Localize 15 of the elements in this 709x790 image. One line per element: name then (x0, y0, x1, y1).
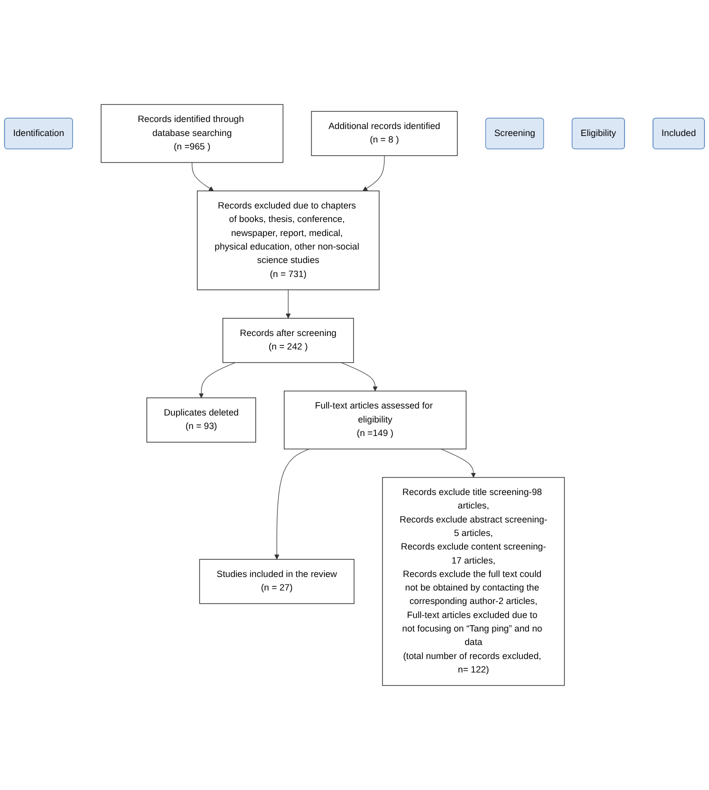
arrow (440, 448, 476, 478)
arrow (274, 448, 310, 560)
node-box: Additional records identified (n = 8 ) (311, 111, 458, 156)
node-box: Studies included in the review (n = 27) (199, 559, 354, 604)
arrow (286, 290, 291, 318)
node-box: Full-text articles assessed for eligibility (n =149 ) (284, 390, 466, 450)
arrow (198, 362, 236, 398)
arrow (192, 162, 214, 192)
node-box: Records after screening (n = 242 ) (222, 318, 354, 363)
node-box: Duplicates deleted (n = 93) (146, 398, 256, 442)
arrow (362, 155, 385, 192)
node-box: Records identified through database searching (n =965 ) (100, 104, 284, 163)
node-box: Records excluded due to chapters of books, thesis, conference, newspaper, report, medical, physical education, other non-social science studies (n = 731) (196, 190, 380, 290)
node-box: Records exclude title screening-98 articles, Records exclude abstract screening-5 articles, Records exclude content screening-17 articles, Records exclude the full text could not be obtained by contacting the corresponding author-2 articles, Full-text articles excluded due to not focusing on “Tang ping” and no data (total number of records excluded, n= 122) (382, 477, 565, 686)
arrow (340, 362, 378, 392)
